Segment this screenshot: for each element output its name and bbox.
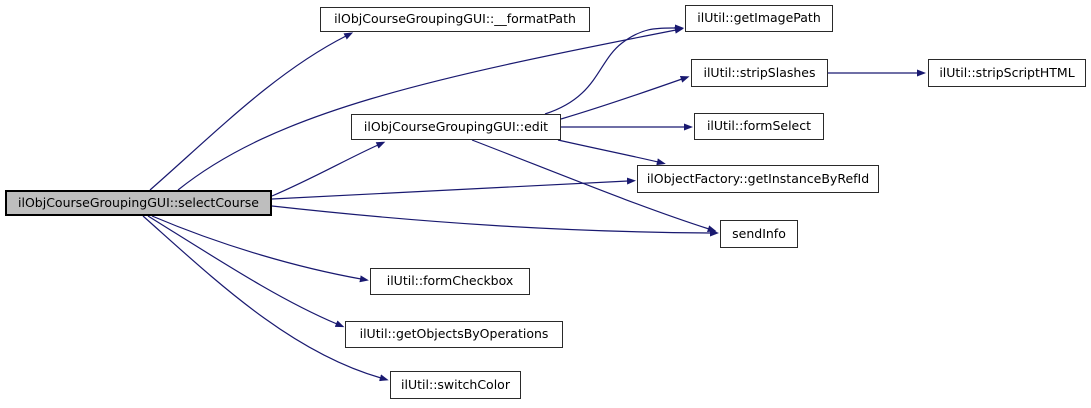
- edge-selectCourse-to-switchColor: [142, 215, 389, 382]
- graph-node-label: ilUtil::switchColor: [401, 376, 510, 392]
- graph-node-label: ilObjCourseGroupingGUI::__formatPath: [334, 11, 576, 27]
- graph-node-getObjectsByOperations[interactable]: ilUtil::getObjectsByOperations: [345, 321, 563, 348]
- graph-node-stripScriptHTML[interactable]: ilUtil::stripScriptHTML: [928, 59, 1086, 87]
- edge-selectCourse-to-formatPath: [149, 32, 354, 191]
- graph-node-label: ilObjectFactory::getInstanceByRefId: [646, 170, 870, 186]
- graph-node-stripSlashes[interactable]: ilUtil::stripSlashes: [691, 59, 828, 87]
- graph-node-label: ilUtil::formSelect: [706, 118, 812, 134]
- graph-node-switchColor[interactable]: ilUtil::switchColor: [390, 371, 521, 399]
- graph-node-label: ilUtil::getObjectsByOperations: [359, 326, 549, 342]
- graph-node-sendInfo[interactable]: sendInfo: [720, 220, 798, 248]
- edge-edit-to-stripSlashes: [560, 76, 690, 120]
- edge-edit-to-getInstanceByRefId: [557, 139, 666, 166]
- graph-node-label: ilObjCourseGroupingGUI::edit: [363, 118, 549, 134]
- edge-selectCourse-to-getObjectsByOperations: [147, 215, 345, 328]
- edge-edit-to-sendInfo: [471, 139, 717, 233]
- graph-node-edit[interactable]: ilObjCourseGroupingGUI::edit: [351, 114, 561, 140]
- edge-selectCourse-to-getInstanceByRefId: [271, 177, 636, 200]
- graph-node-label: ilUtil::formCheckbox: [386, 273, 514, 289]
- edge-selectCourse-to-edit: [271, 141, 386, 197]
- graph-node-formCheckbox[interactable]: ilUtil::formCheckbox: [370, 268, 530, 295]
- graph-node-getInstanceByRefId[interactable]: ilObjectFactory::getInstanceByRefId: [637, 165, 879, 193]
- edge-edit-to-getImagePath: [544, 24, 684, 115]
- graph-node-label: ilUtil::getImagePath: [697, 10, 821, 26]
- graph-node-selectCourse: ilObjCourseGroupingGUI::selectCourse: [5, 190, 272, 216]
- graph-node-label: ilUtil::stripSlashes: [703, 64, 816, 80]
- graph-node-getImagePath[interactable]: ilUtil::getImagePath: [685, 5, 833, 32]
- graph-node-label: sendInfo: [732, 225, 786, 241]
- graph-node-label: ilObjCourseGroupingGUI::selectCourse: [18, 194, 259, 210]
- edge-selectCourse-to-getImagePath: [177, 26, 684, 191]
- graph-node-label: ilUtil::stripScriptHTML: [939, 64, 1075, 80]
- graph-node-formSelect[interactable]: ilUtil::formSelect: [694, 113, 824, 140]
- graph-node-formatPath[interactable]: ilObjCourseGroupingGUI::__formatPath: [320, 7, 590, 32]
- edge-group: [142, 24, 926, 382]
- edge-selectCourse-to-sendInfo: [271, 205, 719, 237]
- edge-selectCourse-to-formCheckbox: [151, 215, 369, 283]
